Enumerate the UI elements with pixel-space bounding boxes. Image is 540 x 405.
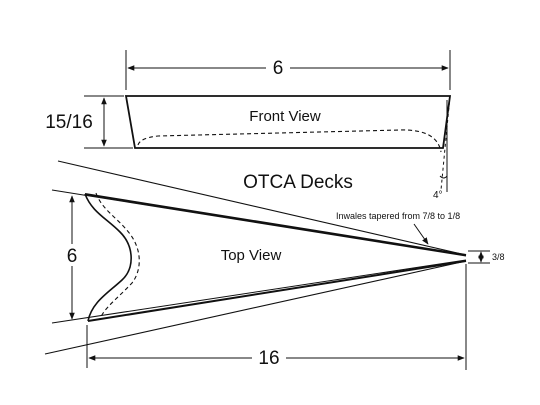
top-tip-dim: 3/8 bbox=[492, 252, 505, 262]
inwale-leader bbox=[413, 223, 429, 245]
front-view-label: Front View bbox=[249, 108, 321, 125]
construction-line-lower bbox=[44, 260, 467, 355]
drawing-title: OTCA Decks bbox=[243, 172, 353, 193]
front-height-dim: 15/16 bbox=[45, 112, 93, 133]
construction-line-inner-upper bbox=[51, 189, 467, 257]
top-view: Top View 6 16 3/8 Inwales tapered from 7… bbox=[44, 160, 505, 370]
construction-line-upper bbox=[57, 160, 467, 256]
front-angle-dim: 4° bbox=[433, 190, 443, 201]
inwale-note: Inwales tapered from 7/8 to 1/8 bbox=[336, 211, 460, 221]
angle-arc bbox=[439, 175, 448, 179]
angle-reference-line-2 bbox=[440, 95, 451, 191]
deck-coaming-curve-hidden bbox=[95, 192, 140, 320]
top-depth-dim: 6 bbox=[67, 246, 78, 267]
deck-edge-lower bbox=[87, 260, 467, 322]
deck-coaming-curve bbox=[84, 193, 132, 322]
top-length-dim: 16 bbox=[258, 348, 279, 369]
front-view: Front View 6 15/16 4° bbox=[38, 50, 452, 201]
front-view-hidden-curve bbox=[137, 129, 442, 153]
top-view-label: Top View bbox=[221, 247, 282, 264]
front-view-outline bbox=[124, 95, 452, 149]
construction-line-inner-lower bbox=[51, 259, 467, 324]
deck-edge-upper bbox=[84, 193, 467, 256]
front-width-dim: 6 bbox=[273, 58, 284, 79]
